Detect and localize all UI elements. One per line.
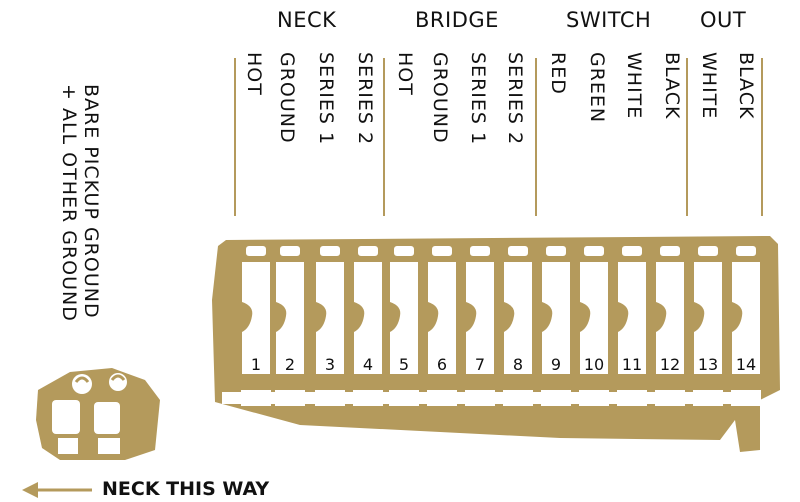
ground-note: BARE PICKUP GROUND + ALL OTHER GROUND (58, 84, 102, 322)
wire-label-bridge-series1: SERIES 1 (467, 52, 489, 146)
group-title-bridge: BRIDGE (415, 8, 499, 32)
terminal-number: 1 (251, 355, 261, 374)
terminal-window (580, 262, 608, 374)
terminal-screw (546, 246, 566, 256)
terminal-screw (584, 246, 604, 256)
terminal-number: 12 (660, 355, 680, 374)
terminal-number: 14 (736, 355, 756, 374)
terminal-window (656, 262, 684, 374)
wire-label-bridge-ground: GROUND (429, 52, 451, 144)
group-title-out: OUT (700, 8, 747, 32)
terminal-window (504, 262, 532, 374)
terminal-base-segment (503, 390, 533, 406)
wire-label-neck-ground: GROUND (276, 52, 298, 144)
wire-label-out-white: WHITE (698, 52, 720, 120)
left-arrow-icon (22, 482, 92, 498)
wire-label-out-black: BLACK (735, 52, 757, 120)
wire-label-switch-green: GREEN (586, 52, 608, 124)
terminal-number: 2 (285, 355, 295, 374)
terminal-screw (622, 246, 642, 256)
terminal-number: 13 (698, 355, 718, 374)
ground-note-line-2: + ALL OTHER GROUND (58, 84, 80, 322)
terminal-window (390, 262, 418, 374)
terminal-window (542, 262, 570, 374)
terminal-number: 7 (475, 355, 485, 374)
terminal-screw (508, 246, 528, 256)
group-title-switch: SWITCH (566, 8, 652, 32)
terminal-base-segment (427, 390, 457, 406)
ground-note-line-1: BARE PICKUP GROUND (80, 84, 102, 319)
terminal-window (466, 262, 494, 374)
terminal-base-segment (389, 390, 419, 406)
terminal-screw (320, 246, 340, 256)
terminal-base-segment (693, 390, 723, 406)
terminal-screw (246, 246, 266, 256)
terminal-window (242, 262, 270, 374)
wire-label-bridge-series2: SERIES 2 (504, 52, 526, 146)
terminal-screw (432, 246, 452, 256)
terminal-base-segment (579, 390, 609, 406)
terminal-base-segment (655, 390, 685, 406)
terminal-base-segment (353, 390, 383, 406)
wire-label-switch-black: BLACK (661, 52, 683, 120)
terminal-window (694, 262, 722, 374)
terminal-screw (660, 246, 680, 256)
terminal-screw (698, 246, 718, 256)
terminal-number: 8 (513, 355, 523, 374)
wire-label-neck-series2: SERIES 2 (354, 52, 376, 146)
terminal-screw (736, 246, 756, 256)
terminal-window (316, 262, 344, 374)
wire-label-neck-hot: HOT (243, 52, 265, 96)
terminal-base-segment (241, 390, 271, 406)
terminal-number: 3 (325, 355, 335, 374)
terminal-window (428, 262, 456, 374)
group-title-neck: NECK (277, 8, 337, 32)
terminal-base-segment (275, 390, 305, 406)
wire-label-neck-series1: SERIES 1 (315, 52, 337, 146)
terminal-screw (470, 246, 490, 256)
terminal-screw (358, 246, 378, 256)
terminal-base-segment (731, 390, 761, 406)
terminal-base-segment (541, 390, 571, 406)
terminal-window (276, 262, 304, 374)
wire-label-bridge-hot: HOT (394, 52, 416, 96)
terminal-number: 10 (584, 355, 604, 374)
terminal-window (354, 262, 382, 374)
terminal-screw (394, 246, 414, 256)
terminal-base-segment (465, 390, 495, 406)
terminal-base-segment (315, 390, 345, 406)
terminal-window (618, 262, 646, 374)
wire-label-switch-red: RED (547, 52, 569, 95)
terminal-number: 5 (399, 355, 409, 374)
terminal-base-segment (617, 390, 647, 406)
ground-lug-icon (36, 368, 160, 460)
terminal-number: 4 (363, 355, 373, 374)
direction-note: NECK THIS WAY (102, 478, 270, 500)
terminal-screw (280, 246, 300, 256)
terminal-number: 6 (437, 355, 447, 374)
terminal-number: 9 (551, 355, 561, 374)
wire-label-switch-white: WHITE (623, 52, 645, 120)
terminal-number: 11 (622, 355, 642, 374)
terminal-window (732, 262, 760, 374)
